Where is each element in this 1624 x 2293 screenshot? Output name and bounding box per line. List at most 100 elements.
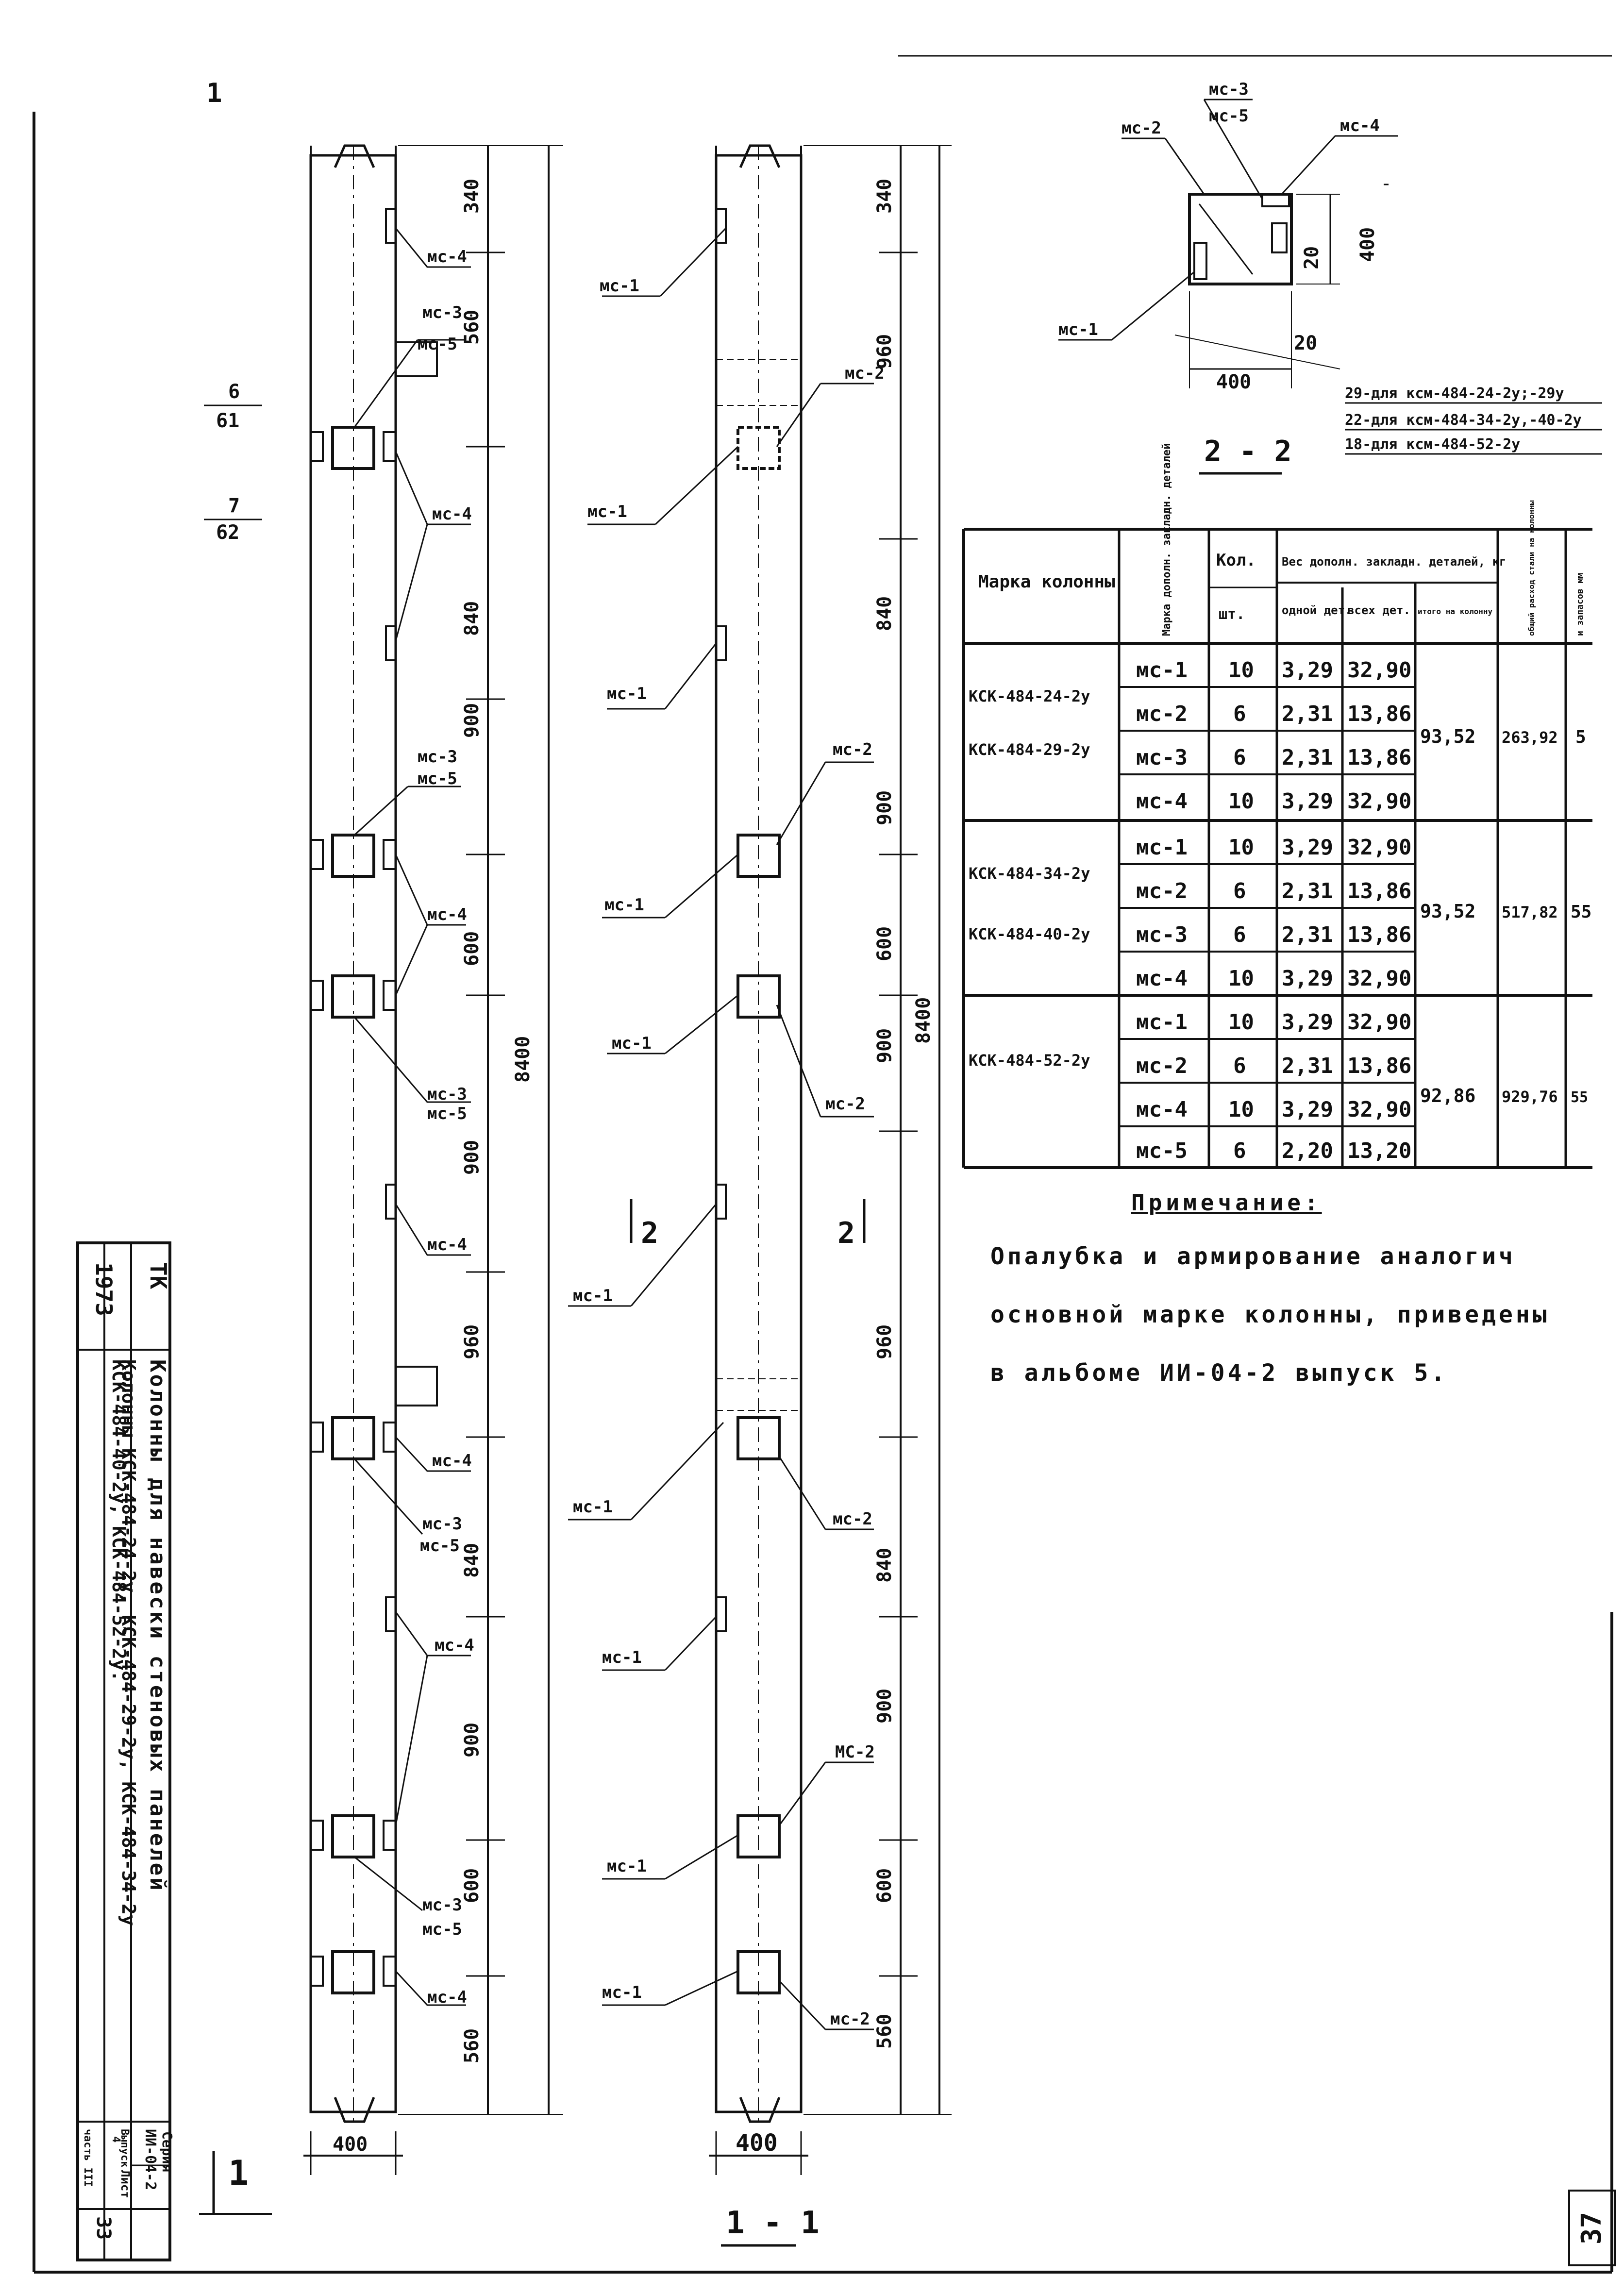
left-dims: 340 560 840 900 600 900 960 840 900 600 … [461, 179, 483, 2063]
table-part: мс-4 [1136, 1097, 1188, 1122]
left-dim: 840 [461, 1543, 483, 1578]
table-one: 3,29 [1282, 1010, 1333, 1035]
left-total-height: 8400 [512, 1036, 534, 1083]
left-tag: мс-4 [435, 1636, 474, 1655]
left-dim: 840 [461, 601, 483, 636]
ref-mark-top: 7 [228, 495, 240, 517]
table-one: 2,31 [1282, 745, 1333, 770]
table-qty: 6 [1233, 702, 1246, 726]
right-dim: 840 [873, 596, 896, 631]
left-tag: мс-3 [427, 1085, 467, 1104]
table-all: 13,86 [1347, 922, 1411, 947]
hdr-one-part: одной дет. [1282, 603, 1352, 617]
right-tag: мс-1 [607, 684, 647, 703]
section-22-label: мс-4 [1340, 116, 1380, 135]
table-col-mark: КСК-484-29-2у [969, 740, 1090, 759]
sheet-frame [33, 55, 1613, 2274]
title-sub2: КСК-484-40-2у, КСК-484-52-2у. [108, 1359, 130, 1681]
table-qty: 6 [1233, 922, 1246, 947]
section-22-dim: 20 [1301, 246, 1323, 269]
right-dim: 600 [873, 926, 896, 961]
hdr-tolerance: и запасов мм [1575, 573, 1585, 636]
left-tag: мс-5 [418, 335, 457, 354]
right-dim: 960 [873, 334, 896, 369]
title-block: 1973 ТК Колонны для навески стеновых пан… [76, 1241, 175, 2261]
left-dim: 900 [461, 1140, 483, 1175]
table-qty: 6 [1233, 879, 1246, 904]
table-all: 32,90 [1347, 835, 1411, 860]
right-tag: мс-1 [602, 1983, 642, 2002]
right-tag: мс-2 [833, 740, 872, 759]
table-qty: 6 [1233, 1138, 1246, 1163]
cut-mark-2-right: 2 [837, 1216, 855, 1250]
table-part: мс-3 [1136, 745, 1188, 770]
cut-mark-2-left: 2 [641, 1216, 658, 1250]
left-tag: мс-4 [427, 247, 467, 267]
right-tag: мс-1 [573, 1497, 613, 1517]
table-qty: 10 [1228, 1097, 1254, 1122]
left-tag: мс-5 [422, 1920, 462, 1939]
note-title: Примечание: [1131, 1189, 1322, 1216]
table-part: мс-1 [1136, 658, 1188, 683]
cut-mark-1: 1 [228, 2153, 249, 2193]
table-part: мс-2 [1136, 702, 1188, 726]
table-qty: 10 [1228, 1010, 1254, 1035]
left-dim: 960 [461, 1324, 483, 1359]
right-dim: 960 [873, 1324, 896, 1359]
table-one: 3,29 [1282, 835, 1333, 860]
left-plates [331, 426, 375, 1994]
table-part: мс-2 [1136, 1054, 1188, 1078]
left-dim: 900 [461, 703, 483, 738]
right-tag: мс-1 [604, 895, 644, 915]
hdr-part-mark: Марка дополн. закладн. деталей [1161, 443, 1173, 636]
page-number-box: 37 [1568, 2190, 1616, 2266]
table-extra: 5 [1575, 727, 1586, 747]
sheet-marker: 1 [206, 78, 222, 108]
table-one: 2,31 [1282, 1054, 1333, 1078]
right-tag: мс-1 [587, 502, 627, 521]
table-qty: 10 [1228, 835, 1254, 860]
left-tag: мс-3 [418, 747, 457, 767]
table-one: 2,31 [1282, 879, 1333, 904]
series-value: ИИ-04-2 [142, 2129, 159, 2190]
right-dim: 600 [873, 1868, 896, 1903]
right-tag: мс-1 [600, 276, 639, 296]
section-22-note: 29-для ксм-484-24-2у;-29у [1345, 385, 1564, 402]
right-tag: мс-2 [830, 2009, 870, 2029]
sheet-label: Лист [118, 2170, 132, 2198]
section-22-label: мс-1 [1058, 320, 1098, 339]
table-part: мс-3 [1136, 922, 1188, 947]
table-steel: 517,82 [1502, 903, 1558, 921]
section-22-label: мс-5 [1209, 106, 1249, 126]
left-dim: 560 [461, 310, 483, 345]
title-sub1: Колонны КСК-484-24-2у, КСК-484-29-2у, КС… [118, 1359, 139, 1926]
right-tag: МС-2 [835, 1742, 875, 1762]
table-part: мс-1 [1136, 1010, 1188, 1035]
right-width: 400 [736, 2129, 778, 2157]
section-2-2: 400 20 20 400 мс-2 мс-3 мс-5 мс-4 мс-1 2… [1058, 80, 1602, 475]
note-line: Опалубка и армирование аналогич [990, 1243, 1516, 1270]
table-one: 2,31 [1282, 702, 1333, 726]
right-total-height: 8400 [912, 997, 935, 1044]
left-tag: мс-5 [418, 769, 457, 788]
hdr-weight-group: Вес дополн. закладн. деталей, кг [1282, 555, 1506, 569]
table-steel: 929,76 [1502, 1088, 1558, 1106]
section-22-note: 18-для ксм-484-52-2у [1345, 436, 1520, 453]
table-steel: 263,92 [1502, 728, 1558, 747]
right-dim: 340 [873, 179, 896, 214]
left-tag: мс-4 [432, 1451, 472, 1471]
right-tag: мс-1 [573, 1286, 613, 1306]
table-all: 13,86 [1347, 879, 1411, 904]
table-one: 3,29 [1282, 966, 1333, 991]
hdr-all-parts: всех дет. [1347, 603, 1410, 617]
section-22-label: мс-3 [1209, 80, 1249, 99]
table-all: 13,86 [1347, 702, 1411, 726]
section-title-1-1: 1 - 1 [726, 2205, 820, 2241]
left-tag: мс-4 [427, 1988, 467, 2007]
page-number: 37 [1576, 2211, 1608, 2244]
ref-mark-bottom: 62 [216, 521, 239, 544]
right-tag: мс-1 [602, 1648, 642, 1667]
right-dims: 340 960 840 900 600 900 960 840 900 600 … [873, 179, 896, 2049]
title-year: 1973 [91, 1262, 117, 1316]
